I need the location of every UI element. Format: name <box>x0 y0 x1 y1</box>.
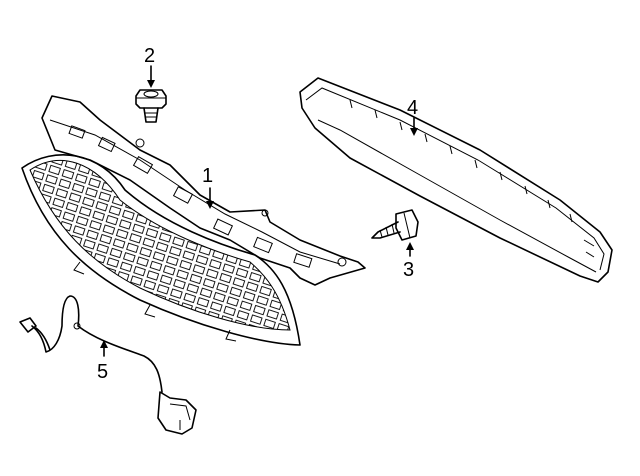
callout-1-label: 1 <box>202 165 213 187</box>
screw-part: 3 <box>371 209 419 281</box>
callout-4-label: 4 <box>407 97 418 119</box>
push-clip-part: 2 <box>135 45 167 123</box>
callout-2-label: 2 <box>144 45 155 67</box>
callout-5-label: 5 <box>97 361 108 383</box>
callout-3-label: 3 <box>403 259 414 281</box>
wire-harness-part: 5 <box>19 295 197 435</box>
molding-part: 4 <box>299 77 613 283</box>
grille-part: 1 <box>21 95 366 346</box>
